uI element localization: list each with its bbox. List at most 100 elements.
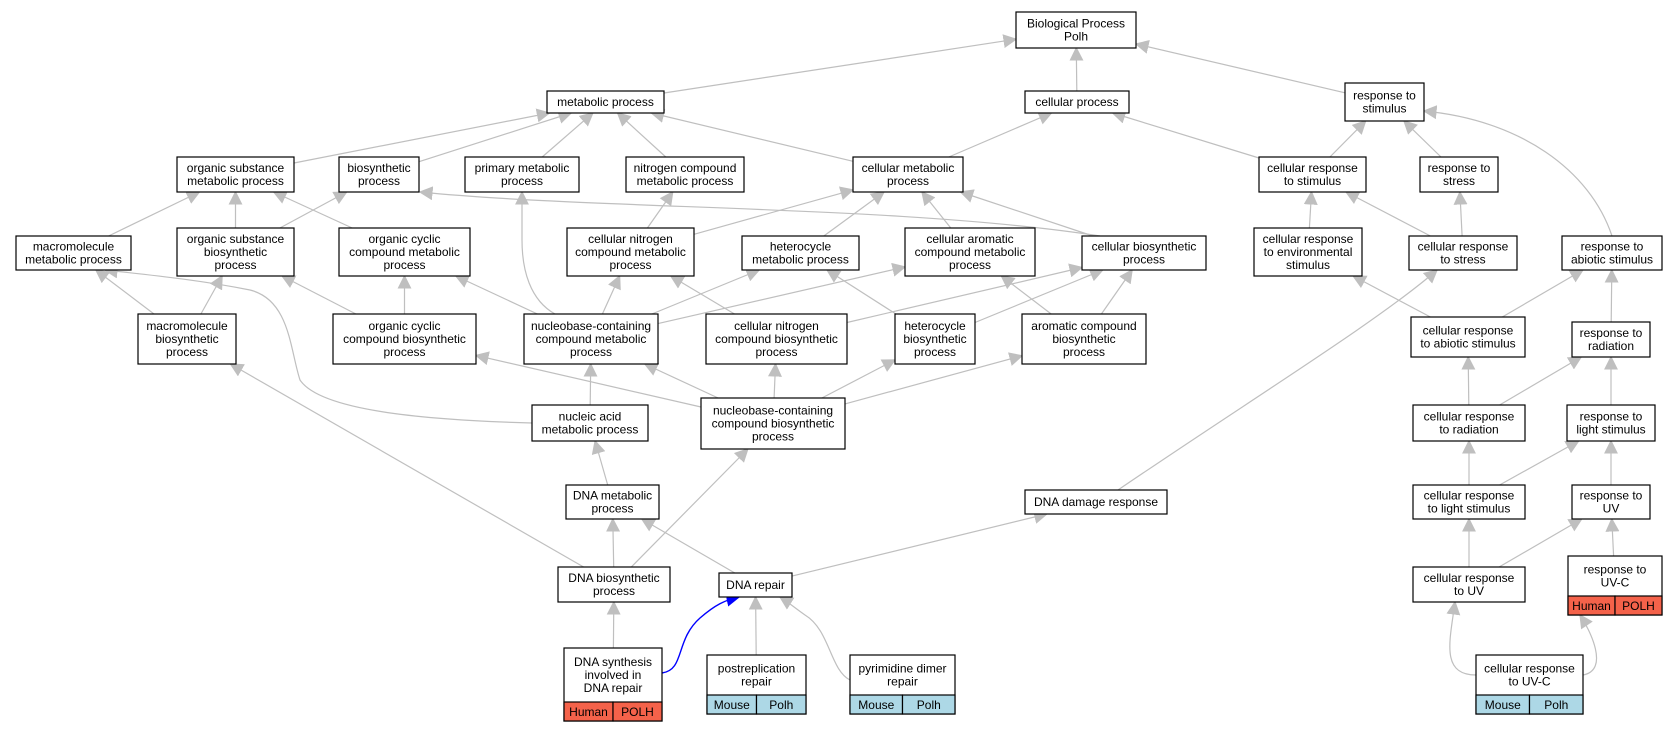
node-cellular[interactable]: cellular process [1024, 90, 1130, 114]
node-label-line: process [358, 174, 400, 188]
node-label-line: to environmental [1264, 245, 1353, 259]
node-label-line: UV-C [1601, 576, 1630, 590]
edge-resp_stim-to-bp [1134, 40, 1346, 94]
edge-hetero_bio-to-cell_bio [974, 268, 1104, 324]
edge-cell_resp_uvc-to-cell_resp_uv [1446, 600, 1477, 676]
node-label-line: involved in [585, 668, 642, 682]
node-label-line: biosynthetic [1052, 332, 1115, 346]
node-box [566, 227, 695, 277]
gene-tag-label: Human [1572, 599, 1611, 613]
node-metabolic[interactable]: metabolic process [546, 90, 665, 114]
node-label-line: repair [741, 675, 772, 689]
node-label-line: response to [1581, 240, 1644, 254]
node-box [904, 227, 1036, 277]
node-dna-damage[interactable]: DNA damage response [1024, 489, 1168, 515]
node-label-line: process [949, 258, 991, 272]
node-label-line: light stimulus [1576, 423, 1645, 437]
node-box [1412, 404, 1526, 442]
edge-cell_resp_rad-to-cell_resp_abiotic [1461, 355, 1476, 406]
node-label-line: cellular response [1263, 232, 1354, 246]
edge-macro_bio-to-macro_met [94, 269, 155, 315]
edge-dna_bio-to-dna_met [606, 517, 621, 568]
edge-cell_resp_uvc-to-resp_uvc [1579, 613, 1598, 676]
node-box [1253, 227, 1363, 277]
node-box [557, 566, 671, 603]
node-label-line: compound metabolic [575, 245, 686, 259]
node-label-line: metabolic process [542, 423, 639, 437]
node-label-line: process [383, 345, 425, 359]
node-label-line: compound biosynthetic [712, 417, 835, 431]
node-label-line: process [166, 345, 208, 359]
edge-cell_resp_abiotic-to-resp_abiotic [1501, 269, 1585, 318]
node-box [332, 313, 477, 365]
node-label-line: response to [1584, 563, 1647, 577]
gene-tag-label: Mouse [1485, 698, 1521, 712]
edge-cell_resp_env-to-cell_resp_stim [1303, 190, 1318, 229]
node-label-line: process [752, 430, 794, 444]
node-label-line: biosynthetic [903, 332, 966, 346]
edge-nb_met-to-prim_met [515, 190, 556, 315]
node-label-line: process [214, 258, 256, 272]
node-label-line: UV [1603, 502, 1620, 516]
node-box [1024, 90, 1130, 114]
node-label-line: biosynthetic [155, 332, 218, 346]
edge-dna_bio-to-nb_bio [630, 448, 749, 568]
node-label-line: cellular response [1424, 410, 1515, 424]
node-dna-repair[interactable]: DNA repair [718, 572, 793, 598]
edge-prim_met-to-metabolic [541, 112, 594, 158]
edge-resp_rad-to-resp_abiotic [1604, 268, 1619, 323]
node-label-line: DNA biosynthetic [568, 571, 659, 585]
node-box [1412, 484, 1526, 520]
node-label-line: organic cyclic [368, 232, 440, 246]
gene-tag-label: Human [569, 705, 608, 719]
node-label-line: response to [1580, 326, 1643, 340]
node-label-line: organic cyclic [368, 319, 440, 333]
node-label-line: macromolecule [146, 319, 228, 333]
node-box [625, 156, 745, 193]
node-label-line: metabolic process [752, 253, 849, 267]
